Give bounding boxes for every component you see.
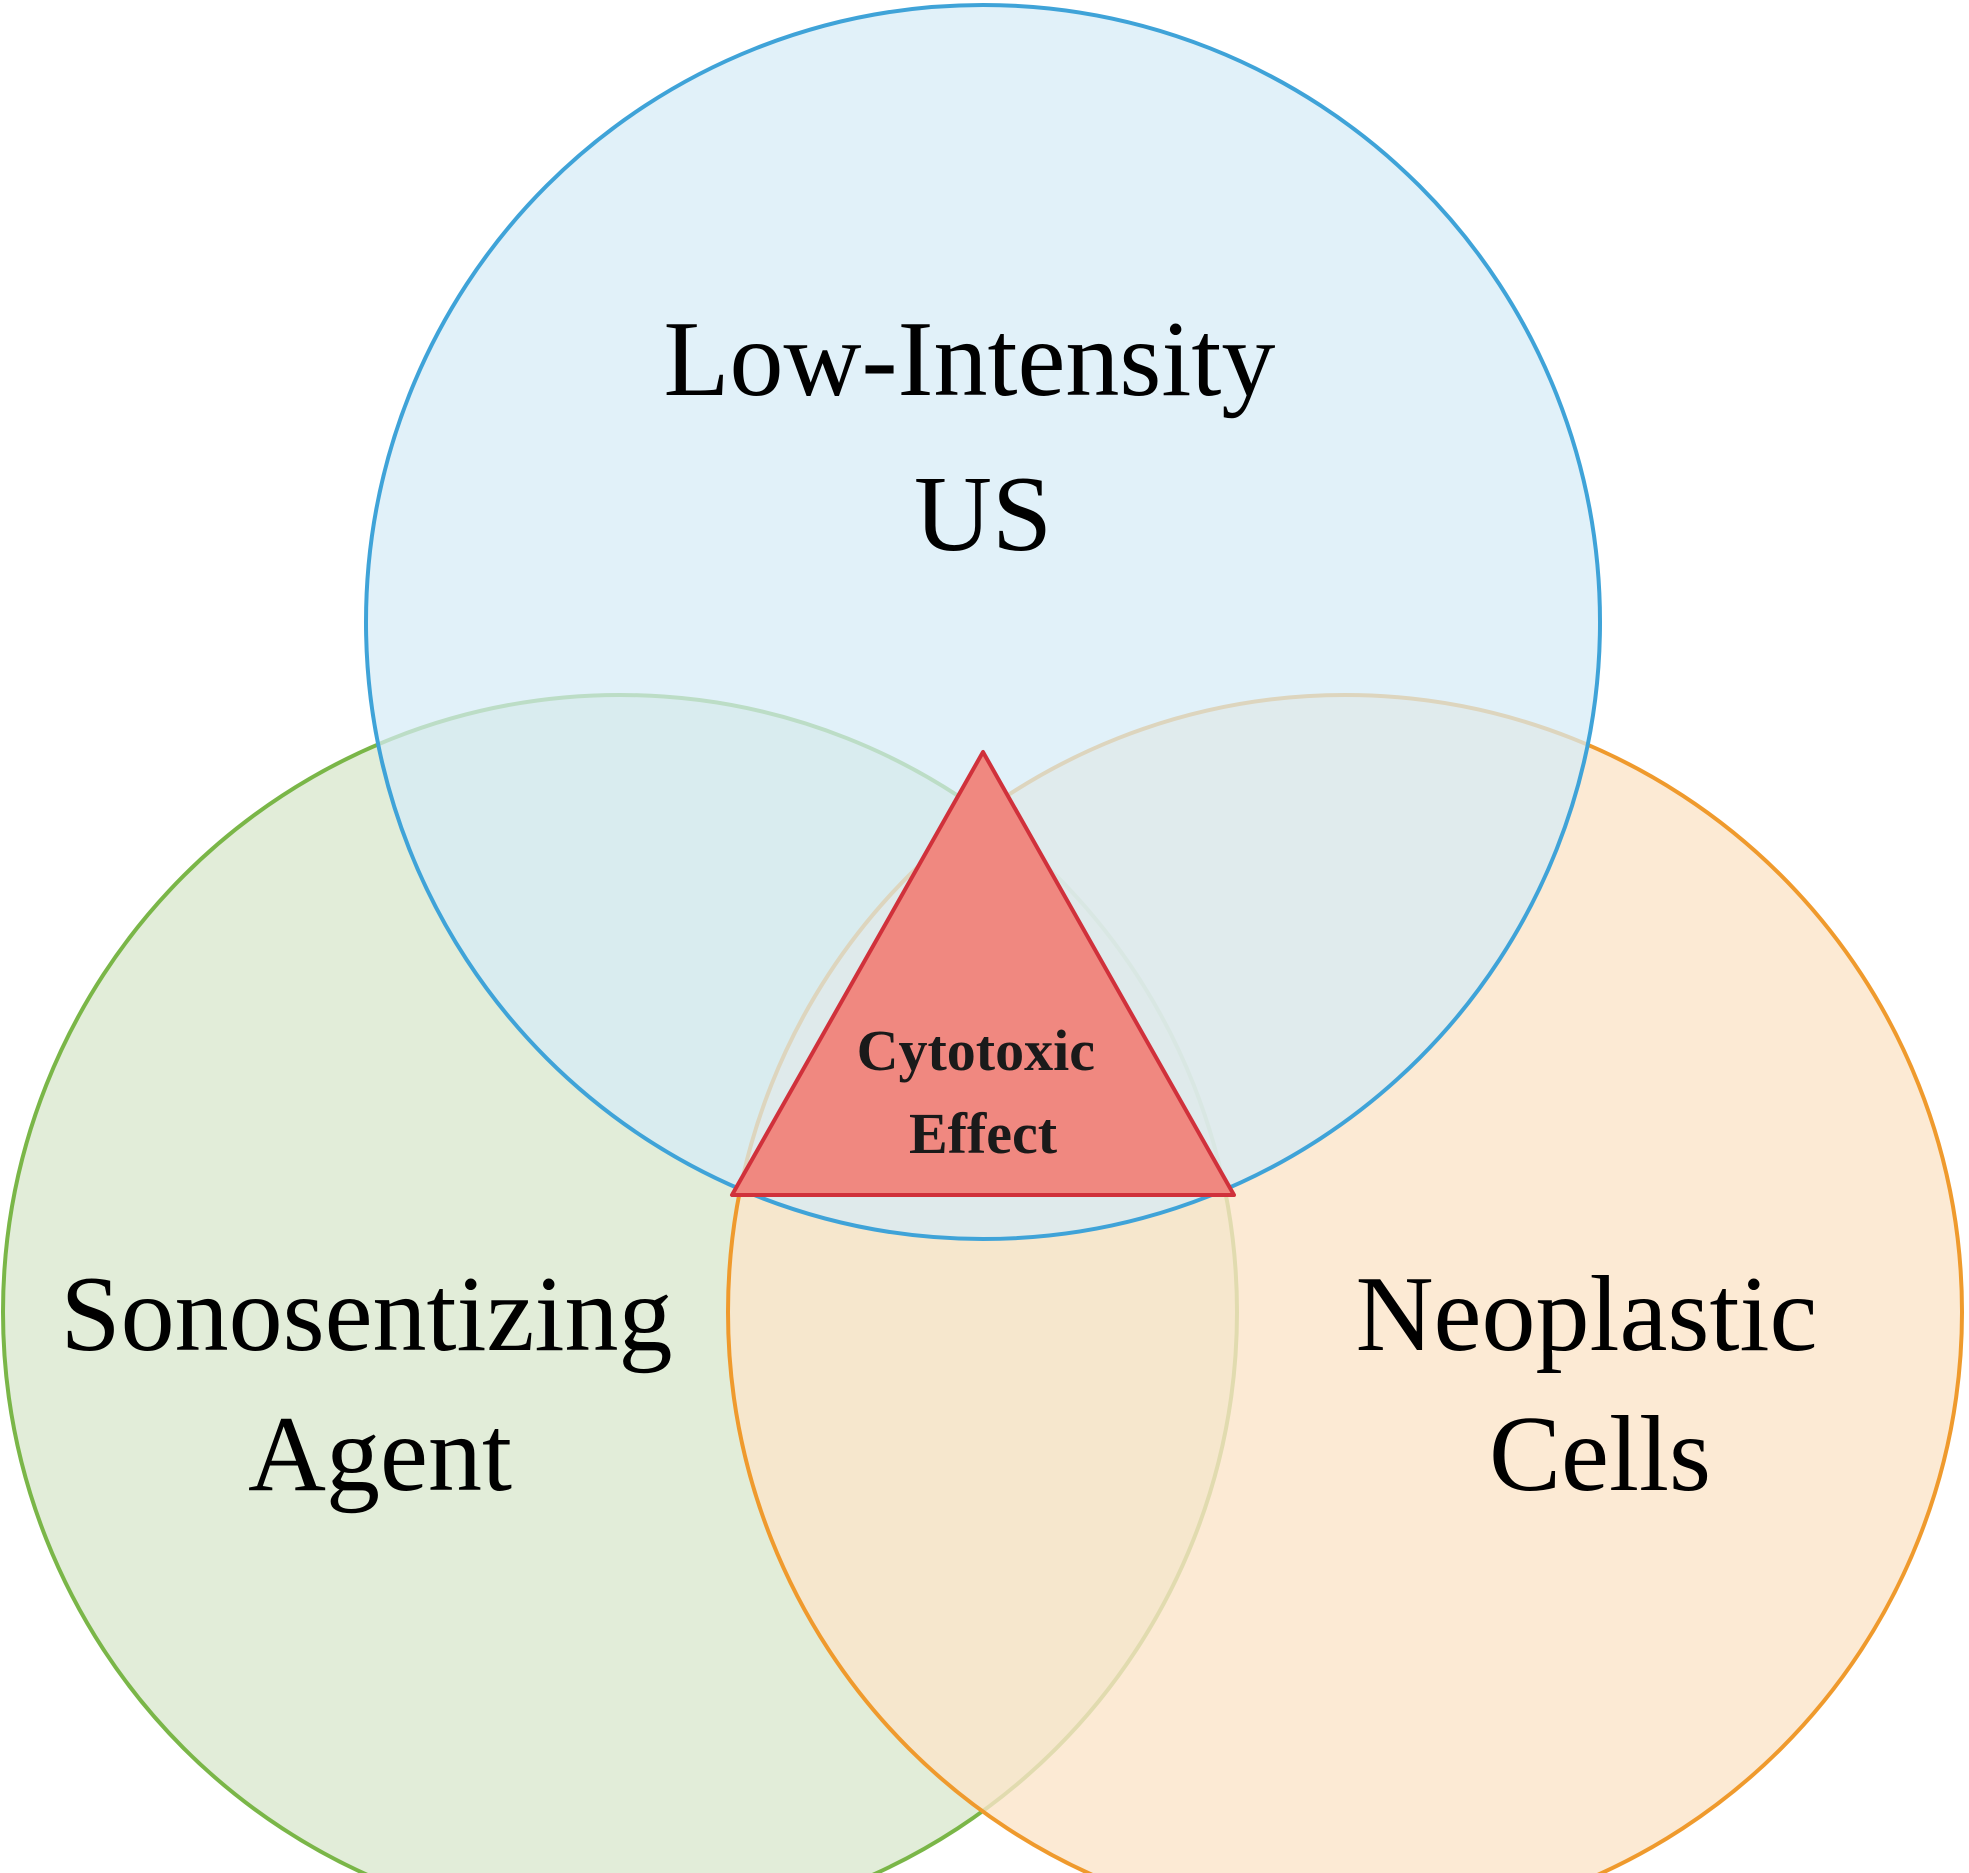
- cells-label: Neoplastic Cells: [1356, 1255, 1845, 1514]
- agent-label: Sonosentizing Agent: [61, 1255, 700, 1514]
- cytotoxic-effect-line-1: Cytotoxic: [857, 1018, 1095, 1083]
- cells-label-line-2: Cells: [1489, 1395, 1711, 1514]
- cells-label-line-1: Neoplastic: [1356, 1255, 1818, 1374]
- cytotoxic-effect-line-2: Effect: [909, 1101, 1058, 1166]
- cytotoxic-effect-label: Cytotoxic Effect: [857, 1018, 1110, 1166]
- us-label-line-1: Low-Intensity: [664, 300, 1276, 419]
- us-label: Low-Intensity US: [664, 300, 1303, 574]
- circle-us: [364, 3, 1602, 1241]
- agent-label-line-2: Agent: [248, 1395, 512, 1514]
- cytotoxic-effect-triangle: [730, 750, 1236, 1197]
- agent-label-line-1: Sonosentizing: [61, 1255, 673, 1374]
- us-label-line-2: US: [914, 455, 1052, 574]
